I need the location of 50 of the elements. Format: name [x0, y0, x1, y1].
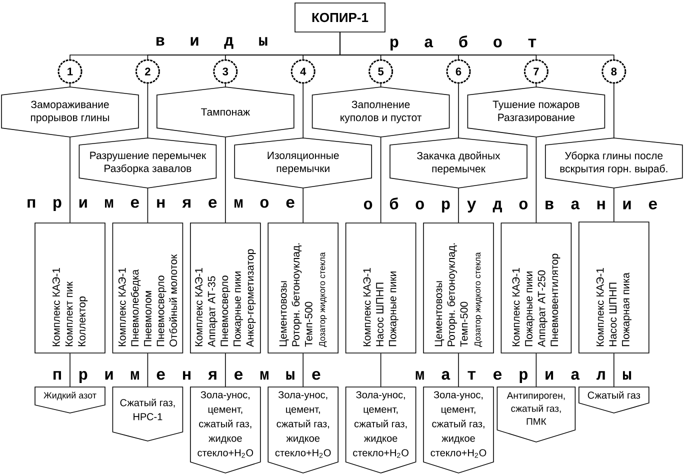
connector-line	[147, 188, 148, 223]
pointed-box: Антипироген, сжатый газ, ПМК	[496, 386, 576, 442]
pointed-box: Сжатый газ	[578, 386, 650, 414]
hexagon-box: Уборка глины после вскрытия горн. выраб.	[545, 138, 683, 188]
pointed-box: Сжатый газ, НРС-1	[112, 386, 184, 442]
connector-line	[380, 83, 382, 88]
pointed-box: Зола-унос, цемент, сжатый газ, жидкое стекло+H$_{2}$O	[423, 386, 494, 474]
hexagon-box: Тушение пожаров Разгазирование	[467, 86, 606, 138]
connector-line	[536, 83, 537, 88]
connector-line	[380, 136, 382, 223]
connector-line	[302, 83, 304, 138]
connector-line	[458, 353, 459, 388]
spaced-heading: о б о р у д о в а н и е	[364, 197, 657, 213]
hexagon-box: Разрушение перемычек Разборка завалов	[78, 138, 217, 188]
spaced-heading: п р и м е н я е м о е	[28, 199, 294, 211]
vertical-text-box: Комплекс КАЭ-1 Комплект пик Коллектор	[34, 222, 106, 354]
connector-line	[225, 353, 226, 388]
pointed-box: Зола-унос, цемент, сжатый газ, жидкое стекло+H$_{2}$O	[345, 386, 416, 474]
spaced-heading: п р и м е н я е м ы е	[54, 371, 320, 383]
connector-line	[225, 136, 226, 223]
vertical-text-box: Комплекс КАЭ-1 Насос ШПНП Пожарная пика	[578, 222, 650, 354]
spaced-heading: р а б о т	[390, 35, 536, 51]
connector-line	[302, 188, 304, 223]
connector-line	[536, 353, 537, 388]
vertical-text-box: Комплекс КАЭ-1 Пожарные пики Аппарат АТ-250 Пневмовентилятор	[500, 222, 572, 354]
vertical-text-box: Комплекс КАЭ-1 Аппарат АТ-35 Пневмосверло Пожарные пики Анкер-герметизатор	[190, 222, 261, 354]
connector-line	[225, 83, 226, 88]
connector-line	[536, 136, 537, 223]
connector-line	[147, 83, 148, 138]
vertical-text-box: Цементовозы Роторн. бетоноуклад. Темп-500 Дозатор жидкого стекла	[423, 222, 494, 354]
hexagon-box: Заполнение куполов и пустот	[312, 86, 450, 138]
vertical-text-box: Комплекс КАЭ-1 Пневмолебедка Пневмолом Пневмосверло Отбойный молоток	[112, 222, 184, 354]
hexagon-box: Изоляционные перемычки	[234, 138, 372, 188]
connector-line	[458, 188, 459, 223]
vertical-text-box: Цементовозы Роторн. бетоноуклад. Темп-500 Дозатор жидкого стекла	[268, 222, 338, 354]
connector-line	[458, 83, 459, 138]
spaced-heading: в и д ы	[156, 37, 268, 49]
pointed-box: Жидкий азот	[34, 386, 106, 414]
hexagon-box: Закачка двойных перемычек	[390, 138, 528, 188]
hexagon-box: Замораживание прорывов глины	[1, 86, 139, 138]
connector-line	[340, 32, 614, 60]
pointed-box: Зола-унос, цемент, сжатый газ, жидкое стекло+H$_{2}$O	[190, 386, 261, 474]
title-box: КОПИР-1	[294, 2, 386, 32]
hexagon-box: Тампонаж	[156, 86, 294, 138]
pointed-box: Зола-унос, цемент, сжатый газ, жидкое стекло+H$_{2}$O	[268, 386, 338, 474]
connector-line	[147, 353, 148, 388]
connector-line	[302, 353, 304, 388]
spaced-heading: м а т е р и а л ы	[416, 371, 632, 383]
vertical-text-box: Комплекс КАЭ-1 Насос ШПНП Пожарные пики	[345, 222, 416, 354]
connector-line	[380, 353, 382, 388]
